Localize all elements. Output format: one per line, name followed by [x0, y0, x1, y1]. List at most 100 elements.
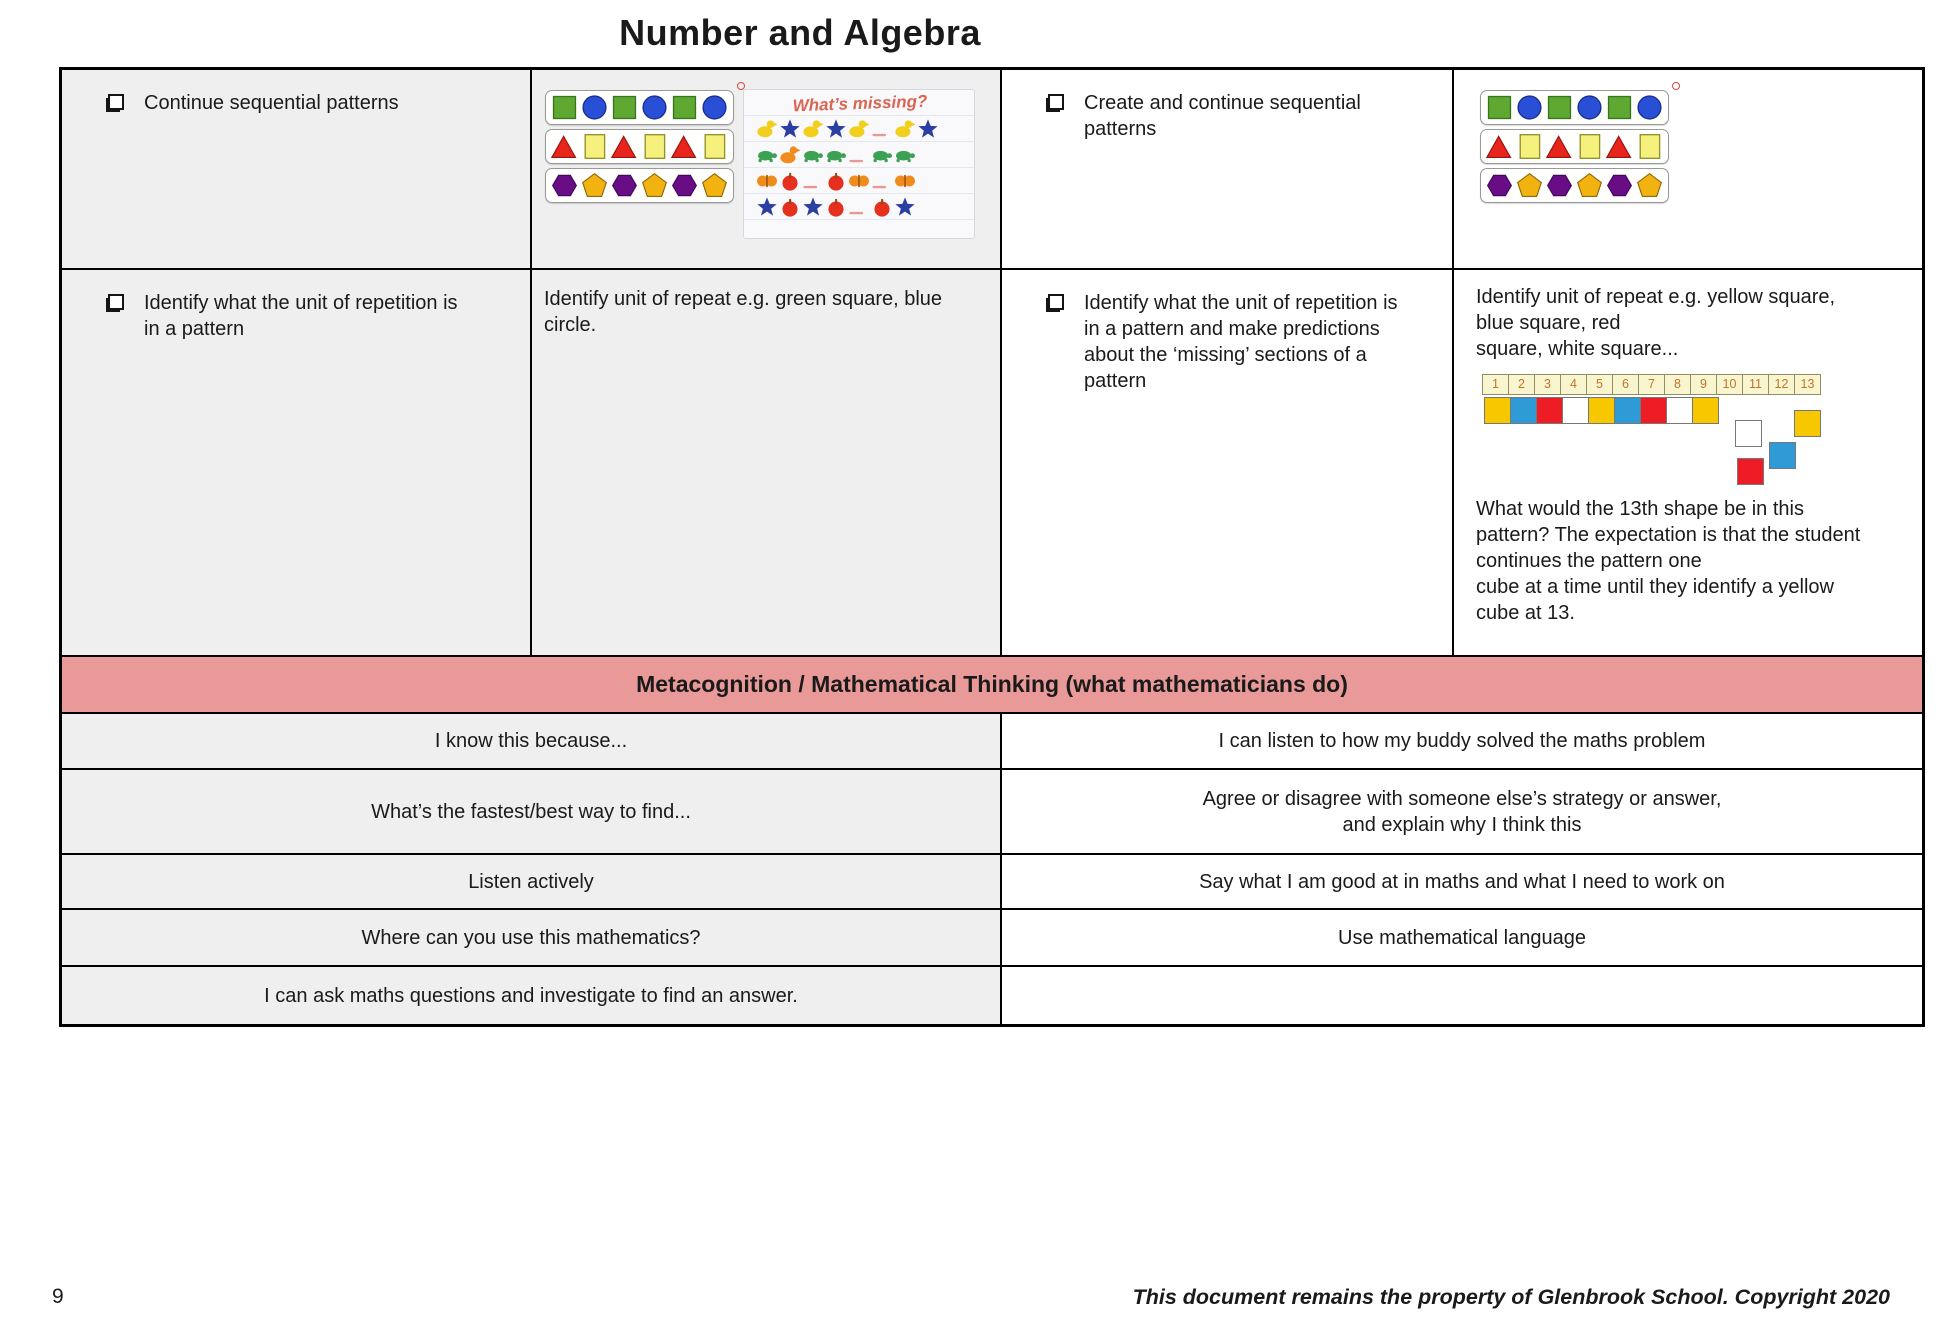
green-square-icon: [1547, 95, 1572, 120]
gap-icon: [849, 211, 864, 215]
pattern-strip: [1480, 90, 1669, 125]
yellow-square-icon: [584, 134, 606, 159]
orange-butterfly-icon: [895, 174, 915, 188]
red-mark-icon: [1672, 82, 1680, 90]
gap-icon: [803, 185, 818, 189]
pattern-strip: [545, 168, 734, 203]
yellow-cube: [1484, 397, 1511, 424]
yellow-cube: [1794, 410, 1821, 437]
blue-star-icon: [780, 119, 800, 138]
green-turtle-icon: [827, 150, 846, 163]
red-triangle-icon: [1546, 135, 1572, 159]
orange-duck-icon: [780, 146, 801, 164]
purple-hexagon-icon: [612, 174, 637, 197]
green-square-icon: [1487, 95, 1512, 120]
red-mark-icon: [737, 82, 745, 90]
meta-left-4: Where can you use this mathematics?: [62, 910, 1002, 967]
yellow-duck-icon: [895, 120, 916, 138]
purple-hexagon-icon: [672, 174, 697, 197]
yellow-duck-icon: [803, 120, 824, 138]
number-cell: 4: [1560, 374, 1587, 395]
meta-right-3: Say what I am good at in maths and what …: [1002, 855, 1922, 910]
objective-text: Identify what the unit of repetition is …: [144, 292, 458, 340]
pattern-strip: [1480, 129, 1669, 164]
yellow-duck-icon: [849, 120, 870, 138]
blue-circle-icon: [1517, 95, 1542, 120]
fig-pattern-strips-2: [1480, 82, 1680, 203]
cube-row: [1484, 397, 1908, 424]
red-apple-icon: [782, 198, 798, 217]
blue-star-icon: [895, 197, 915, 216]
checkbox-icon: [1048, 94, 1064, 110]
gold-pentagon-icon: [641, 172, 668, 198]
green-turtle-icon: [873, 150, 892, 163]
gap-icon: [872, 185, 887, 189]
red-triangle-icon: [1606, 135, 1632, 159]
white-cube: [1735, 420, 1762, 447]
cell-pattern-examples-2: [1454, 70, 1922, 270]
blue-circle-icon: [582, 95, 607, 120]
number-cell: 1: [1482, 374, 1509, 395]
number-cell: 3: [1534, 374, 1561, 395]
red-cube: [1737, 458, 1764, 485]
blue-circle-icon: [702, 95, 727, 120]
yellow-square-icon: [1519, 134, 1541, 159]
checkbox-icon: [108, 294, 124, 310]
example-text: Identify unit of repeat e.g. yellow squa…: [1476, 286, 1836, 360]
number-cell: 2: [1508, 374, 1535, 395]
gold-pentagon-icon: [701, 172, 728, 198]
green-turtle-icon: [804, 150, 823, 163]
blue-circle-icon: [1637, 95, 1662, 120]
yellow-square-icon: [704, 134, 726, 159]
yellow-square-icon: [1579, 134, 1601, 159]
yellow-duck-icon: [757, 120, 778, 138]
red-apple-icon: [828, 172, 844, 191]
meta-left-2: What’s the fastest/best way to find...: [62, 770, 1002, 855]
blue-circle-icon: [1577, 95, 1602, 120]
purple-hexagon-icon: [1607, 174, 1632, 197]
purple-hexagon-icon: [1487, 174, 1512, 197]
gold-pentagon-icon: [1516, 172, 1543, 198]
red-triangle-icon: [611, 135, 637, 159]
whiteboard-row: [756, 142, 964, 168]
red-triangle-icon: [671, 135, 697, 159]
blue-cube: [1510, 397, 1537, 424]
objective-text: Identify what the unit of repetition is …: [1084, 292, 1398, 392]
gap-icon: [849, 159, 864, 163]
yellow-cube: [1588, 397, 1615, 424]
curriculum-table: Continue sequential patterns What’s miss…: [59, 67, 1925, 1027]
pattern-strip: [545, 129, 734, 164]
red-triangle-icon: [1486, 135, 1512, 159]
red-apple-icon: [782, 172, 798, 191]
cell-pattern-examples: What’s missing?: [532, 70, 1002, 270]
number-cell: 8: [1664, 374, 1691, 395]
cell-create-patterns: Create and continue sequential patterns: [1002, 70, 1454, 270]
number-cell: 10: [1716, 374, 1743, 395]
number-cell: 5: [1586, 374, 1613, 395]
red-cube: [1536, 397, 1563, 424]
meta-right-2: Agree or disagree with someone else’s st…: [1002, 770, 1922, 855]
blue-cube: [1769, 442, 1796, 469]
white-cube: [1666, 397, 1693, 424]
orange-butterfly-icon: [757, 174, 777, 188]
page-title: Number and Algebra: [619, 12, 981, 53]
meta-right-1: I can listen to how my buddy solved the …: [1002, 714, 1922, 770]
number-cell: 9: [1690, 374, 1717, 395]
number-cell: 6: [1612, 374, 1639, 395]
fig-whats-missing: What’s missing?: [744, 90, 974, 238]
number-cell: 13: [1794, 374, 1821, 395]
number-cell: 11: [1742, 374, 1769, 395]
cell-identify-unit: Identify what the unit of repetition is …: [62, 270, 532, 657]
yellow-square-icon: [644, 134, 666, 159]
yellow-square-icon: [1639, 134, 1661, 159]
blue-circle-icon: [642, 95, 667, 120]
metacognition-header: Metacognition / Mathematical Thinking (w…: [62, 657, 1922, 714]
red-cube: [1640, 397, 1667, 424]
whats-missing-title: What’s missing?: [792, 91, 928, 116]
objective-text: Create and continue sequential patterns: [1084, 92, 1361, 140]
red-apple-icon: [874, 198, 890, 217]
cell-identify-unit-example: Identify unit of repeat e.g. green squar…: [532, 270, 1002, 657]
